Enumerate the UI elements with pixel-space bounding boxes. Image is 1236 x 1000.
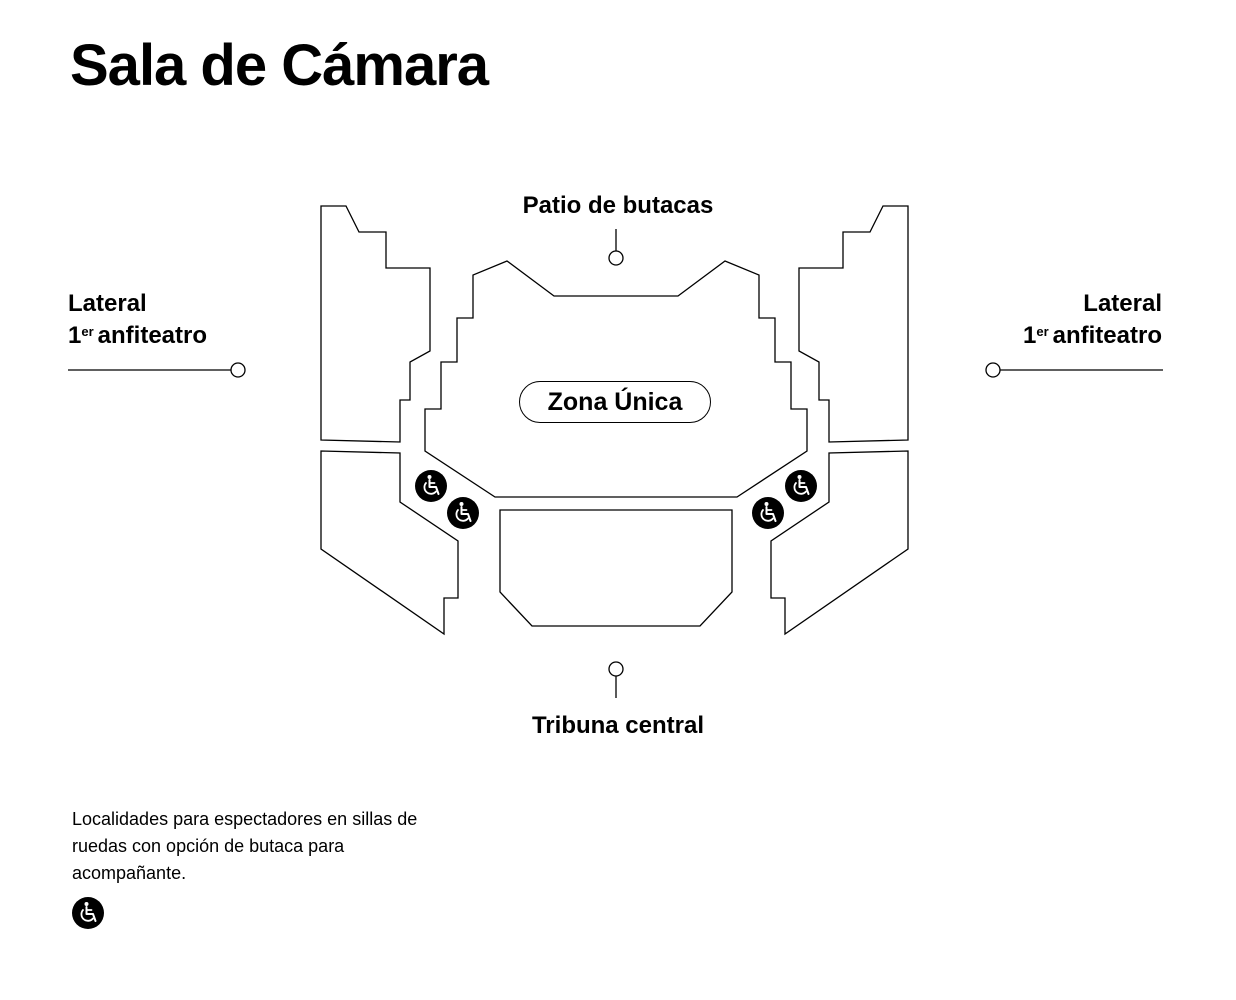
wheelchair-icon xyxy=(72,897,104,929)
label-tribuna-central: Tribuna central xyxy=(531,712,705,739)
leader-tribuna-dot xyxy=(608,661,624,677)
label-lateral-left-line1: Lateral xyxy=(68,290,147,317)
ordinal-suffix: er xyxy=(81,324,94,339)
block-patio[interactable] xyxy=(424,260,808,498)
block-lateral-right-upper[interactable] xyxy=(798,205,909,443)
wheelchair-icon[interactable] xyxy=(784,469,818,503)
ordinal-suffix: er xyxy=(1036,324,1049,339)
leader-patio-dot xyxy=(608,250,624,266)
leader-right-dot xyxy=(985,362,1001,378)
label-lateral-right-rest: anfiteatro xyxy=(1052,322,1162,349)
label-patio-de-butacas: Patio de butacas xyxy=(522,192,714,219)
legend-text: Localidades para espectadores en sillas … xyxy=(72,809,418,883)
ordinal-number: 1 xyxy=(1022,322,1037,349)
label-lateral-right-line1: Lateral xyxy=(1083,290,1162,317)
ordinal-number: 1 xyxy=(68,322,82,349)
block-lateral-right-lower[interactable] xyxy=(770,450,909,636)
wheelchair-icon[interactable] xyxy=(446,496,480,530)
leader-left-dot xyxy=(230,362,246,378)
zona-unica-badge[interactable]: Zona Única xyxy=(519,381,711,423)
wheelchair-icon[interactable] xyxy=(414,469,448,503)
block-tribuna[interactable] xyxy=(499,509,733,627)
wheelchair-icon[interactable] xyxy=(751,496,785,530)
block-lateral-left-lower[interactable] xyxy=(320,450,459,636)
page-title: Sala de Cámara xyxy=(70,33,489,98)
block-lateral-left-upper[interactable] xyxy=(320,205,431,443)
label-lateral-left-rest: anfiteatro xyxy=(97,322,208,349)
